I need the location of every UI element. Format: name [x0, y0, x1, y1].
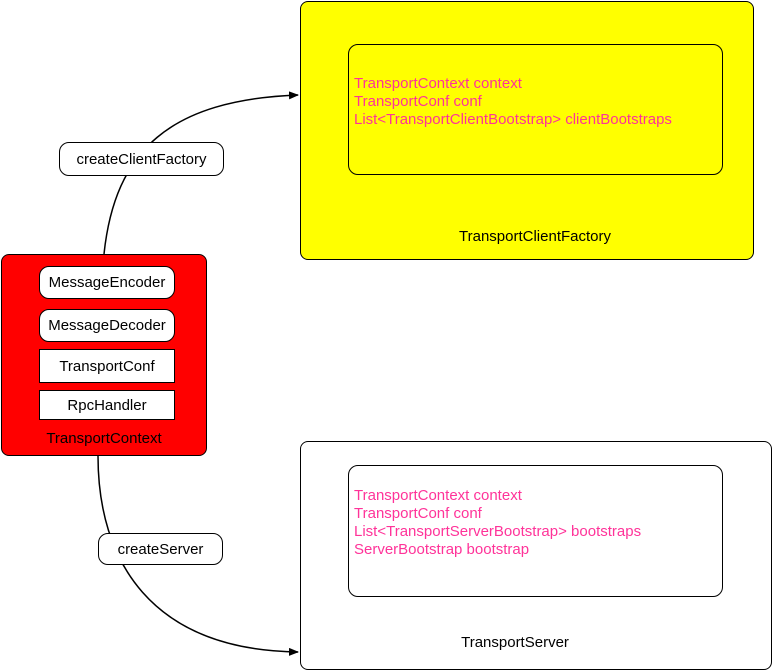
server-field: List<TransportServerBootstrap> bootstrap…: [354, 523, 642, 540]
create-client-factory-label: createClientFactory: [59, 142, 224, 176]
transport-conf-box: TransportConf: [39, 349, 175, 383]
arrow-to-client-factory: [103, 91, 299, 255]
server-field: TransportConf conf: [354, 505, 482, 522]
server-fields-box: [348, 465, 723, 597]
server-fields: TransportContext context TransportConf c…: [354, 487, 641, 559]
server-box: [300, 441, 772, 670]
client-factory-field: List<TransportClientBootstrap> clientBoo…: [354, 111, 672, 128]
arrow-to-server: [97, 455, 299, 656]
client-factory-field: TransportContext context: [354, 75, 522, 92]
server-field: TransportContext context: [354, 487, 522, 504]
rpc-handler-box: RpcHandler: [39, 390, 175, 420]
server-title: TransportServer: [461, 633, 569, 651]
client-factory-title: TransportClientFactory: [459, 227, 611, 245]
create-server-label: createServer: [98, 533, 223, 565]
server-field: ServerBootstrap bootstrap: [354, 541, 530, 558]
transport-context-title: TransportContext: [46, 429, 162, 447]
client-factory-fields-box: [348, 44, 723, 175]
message-decoder-box: MessageDecoder: [39, 309, 175, 342]
message-encoder-box: MessageEncoder: [39, 266, 175, 299]
client-factory-fields: TransportContext context TransportConf c…: [354, 75, 672, 129]
client-factory-field: TransportConf conf: [354, 93, 482, 110]
